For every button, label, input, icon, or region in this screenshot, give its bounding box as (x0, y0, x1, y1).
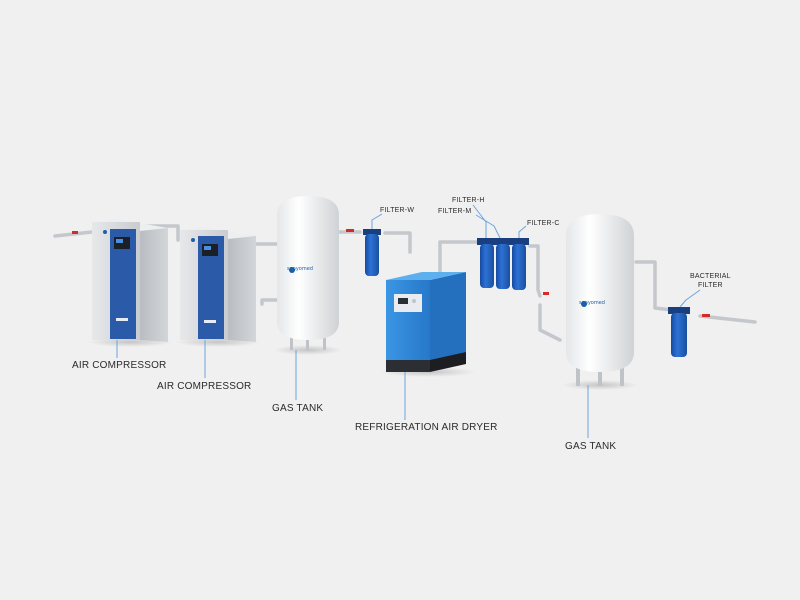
filters-h-m-c (477, 238, 529, 290)
label-air-compressor-1: AIR COMPRESSOR (72, 360, 167, 371)
air-compressor-1 (88, 219, 172, 347)
valve-handle-icon (346, 229, 354, 232)
filter-h-housing (496, 244, 510, 289)
leader-lines (116, 204, 701, 438)
valve-handle-icon (702, 314, 710, 317)
label-gas-tank-1: GAS TANK (272, 403, 324, 414)
label-gas-tank-2: GAS TANK (565, 441, 617, 452)
brand-mark: sanyomed (579, 300, 605, 306)
compressor-side-panel (228, 232, 256, 342)
brand-logo-icon (581, 301, 587, 307)
dryer-front (386, 280, 430, 360)
label-filter-c: FILTER-C (527, 220, 560, 227)
leader-line (518, 225, 527, 238)
gas-tank-2 (562, 214, 638, 390)
brand-logo-icon (289, 267, 295, 273)
label-bacterial-filter-line2: FILTER (697, 282, 723, 289)
label-refrigeration-air-dryer: REFRIGERATION AIR DRYER (355, 422, 498, 433)
dryer-base (386, 360, 430, 372)
filter-w-housing (365, 234, 379, 276)
valves (72, 229, 710, 317)
label-bacterial-filter-line1: BACTERIAL (690, 273, 731, 280)
dryer-side (430, 272, 466, 370)
leader-line (679, 289, 701, 308)
bacterial-filter-housing (671, 313, 687, 357)
dryer-top (386, 272, 466, 280)
gas-tank-1 (274, 196, 342, 355)
valve-handle-icon (72, 231, 78, 234)
filter-c-housing (512, 244, 526, 290)
tank-body (277, 196, 339, 340)
pipe-filter-w-to-dryer (383, 231, 412, 254)
label-bacterial-filter: BACTERIAL FILTER (690, 272, 731, 290)
brand-mark: sanyomed (287, 266, 313, 272)
label-filter-m: FILTER-M (438, 208, 472, 215)
label-filter-w: FILTER-W (380, 207, 415, 214)
label-air-compressor-2: AIR COMPRESSOR (157, 381, 252, 392)
leader-line (472, 204, 487, 238)
bacterial-filter-unit (668, 307, 690, 357)
valve-handle-icon (543, 292, 549, 295)
refrigeration-air-dryer (380, 272, 476, 377)
brand-logo-icon (191, 238, 195, 242)
pipe-to-tank-2 (538, 303, 562, 342)
tank-body (566, 214, 634, 372)
filter-m-housing (480, 244, 494, 288)
pipe-tank2-to-bacterial (634, 260, 674, 312)
pipe-compressor-lower (260, 298, 282, 306)
pipe-filter-c-down (528, 244, 542, 298)
leader-line (475, 214, 501, 239)
pipe-dryer-to-filters (438, 240, 480, 274)
label-filter-h: FILTER-H (452, 197, 485, 204)
leader-line (371, 213, 383, 229)
filter-w-unit (363, 229, 381, 276)
compressor-side-panel (140, 224, 168, 342)
air-compressor-2 (176, 227, 260, 347)
brand-logo-icon (103, 230, 107, 234)
